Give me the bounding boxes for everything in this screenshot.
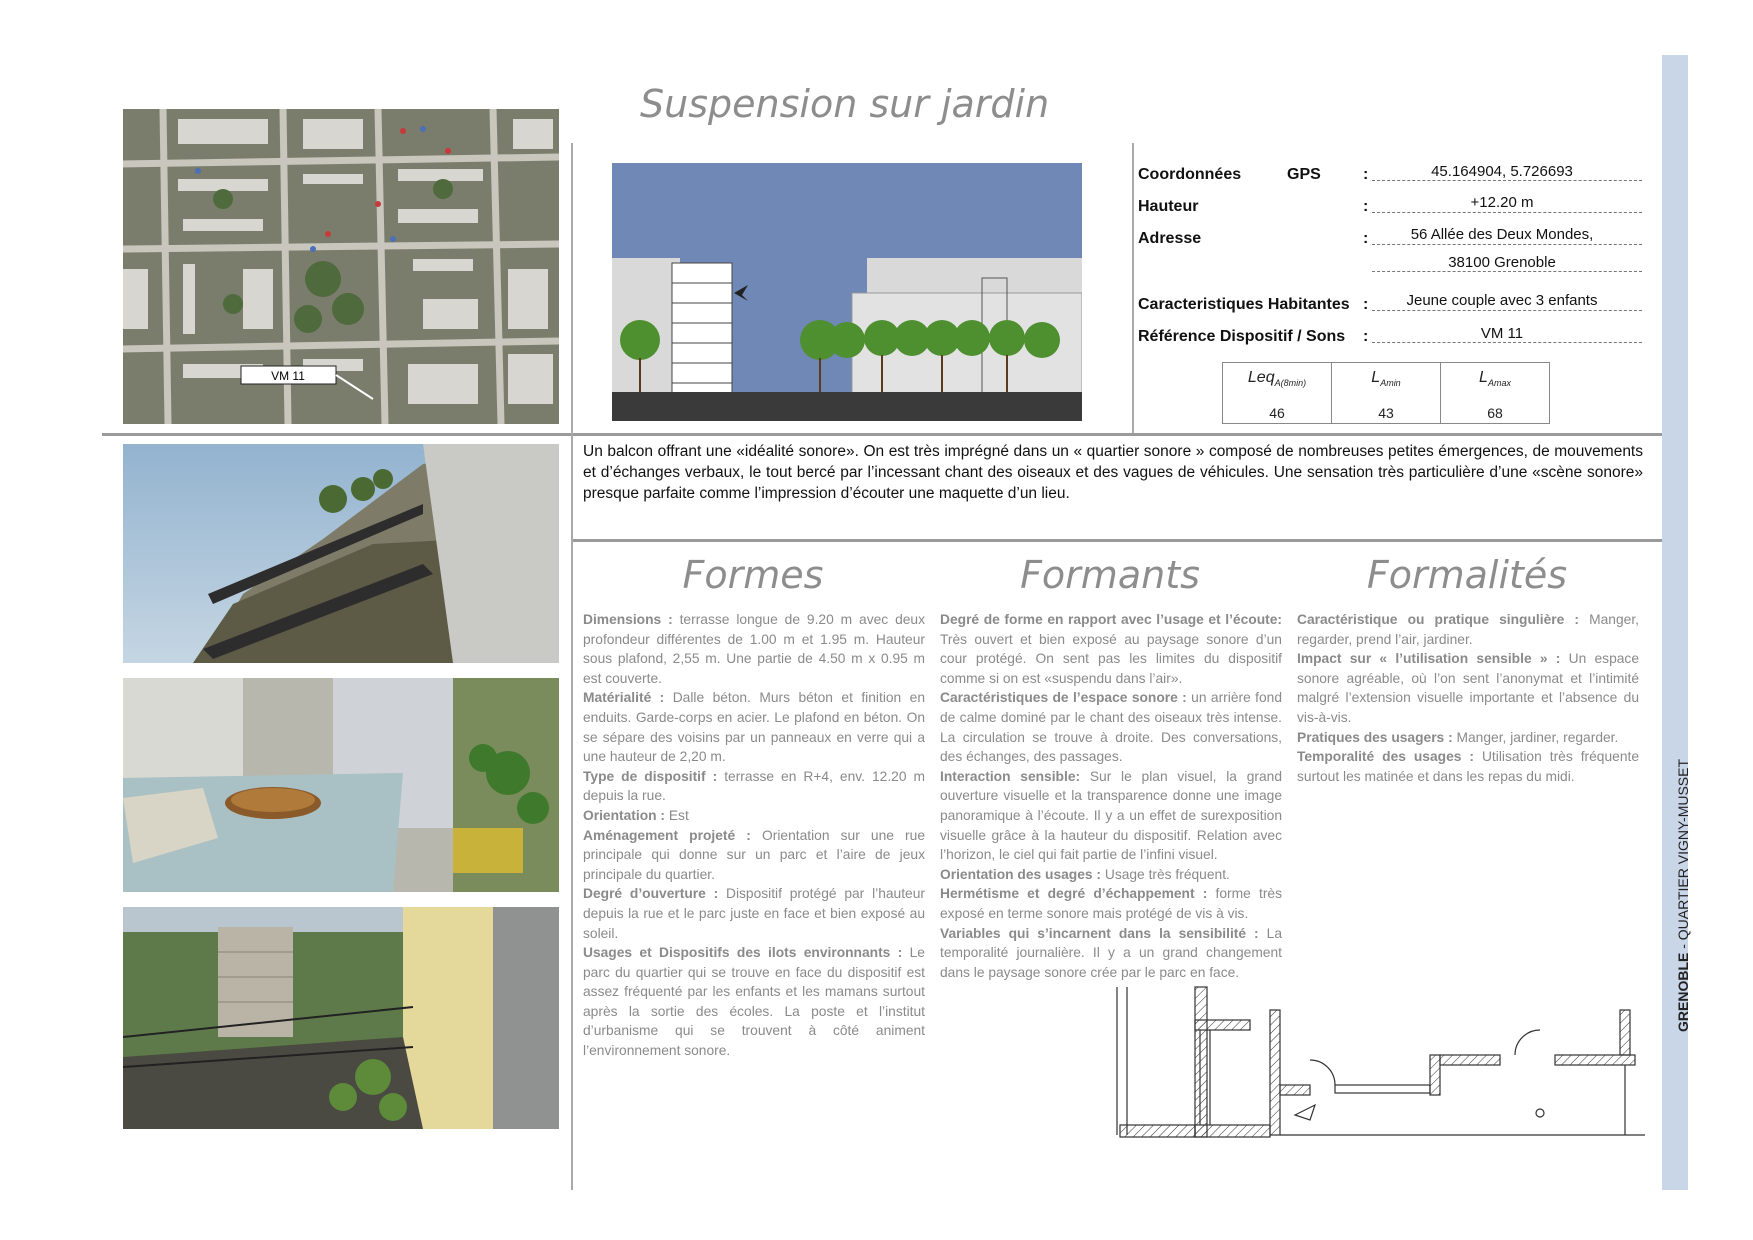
info-label-coordinates: Coordonnées xyxy=(1138,166,1242,183)
formants-item: Degré de forme en rapport avec l’usage e… xyxy=(940,612,1282,686)
divider-vertical-right xyxy=(1132,143,1134,433)
formalites-item: Caractéristique ou pratique singulière :… xyxy=(1297,612,1639,647)
photo-balcony-table xyxy=(123,678,559,892)
acoustic-value-lamax: 68 xyxy=(1487,405,1503,421)
map-label: VM 11 xyxy=(271,369,305,383)
acoustic-value-lamin: 43 xyxy=(1378,405,1394,421)
formalites-item: Impact sur « l’utilisation sensible » : … xyxy=(1297,651,1639,725)
location-label: GRENOBLE - QUARTIER VIGNY-MUSSET xyxy=(1675,759,1691,1032)
formants-item: Caractéristiques de l’espace sonore : un… xyxy=(940,690,1282,765)
info-colon: : xyxy=(1363,198,1369,215)
info-value-inhabitants: Jeune couple avec 3 enfants xyxy=(1406,292,1598,309)
acoustic-cell-leq: LeqA(8min) 46 xyxy=(1222,362,1332,424)
info-value-reference: VM 11 xyxy=(1480,325,1524,342)
photo-building-facade xyxy=(123,444,559,663)
column-formants: Degré de forme en rapport avec l’usage e… xyxy=(940,610,1282,982)
info-colon: : xyxy=(1363,166,1369,183)
column-formes: Dimensions : terrasse longue de 9.20 m a… xyxy=(583,610,925,1061)
info-dash xyxy=(1372,244,1642,245)
info-dash xyxy=(1372,180,1642,181)
district-name: - QUARTIER VIGNY-MUSSET xyxy=(1675,758,1691,953)
info-label-address: Adresse xyxy=(1138,230,1202,247)
formes-item: Type de dispositif : terrasse en R+4, en… xyxy=(583,768,925,804)
acoustic-value-leq: 46 xyxy=(1269,405,1285,421)
description-text: Un balcon offrant une «idéalité sonore».… xyxy=(583,443,1643,502)
aerial-map: VM 11 xyxy=(123,109,559,424)
info-value-gps: 45.164904, 5.726693 xyxy=(1431,163,1573,180)
info-label-gps: GPS xyxy=(1287,166,1321,183)
info-value-city: 38100 Grenoble xyxy=(1448,254,1556,271)
info-dash xyxy=(1372,342,1642,343)
info-value-height: +12.20 m xyxy=(1470,194,1534,211)
divider-top xyxy=(102,433,1662,436)
info-dash xyxy=(1372,271,1642,272)
column-title-formalites: Formalités xyxy=(1366,553,1568,597)
acoustic-cell-lamin: LAmin 43 xyxy=(1331,362,1441,424)
column-formalites: Caractéristique ou pratique singulière :… xyxy=(1297,610,1639,786)
side-band xyxy=(1662,55,1688,1190)
formes-item: Degré d’ouverture : Dispositif protégé p… xyxy=(583,886,925,941)
divider-middle xyxy=(572,539,1662,542)
photo-balcony-view xyxy=(123,907,559,1129)
plan-drawing xyxy=(1115,985,1650,1150)
info-label-inhabitants: Caracteristiques Habitantes xyxy=(1138,296,1350,313)
formants-item: Variables qui s’incarnent dans la sensib… xyxy=(940,925,1282,980)
formalites-item: Temporalité des usages : Utilisation trè… xyxy=(1297,749,1640,784)
acoustic-table: LeqA(8min) 46 LAmin 43 LAmax 68 xyxy=(1222,362,1550,424)
formants-item: Interaction sensible: Sur le plan visuel… xyxy=(940,768,1282,863)
formalites-item: Pratiques des usagers : Manger, jardiner… xyxy=(1297,729,1619,745)
street-section-drawing xyxy=(612,163,1083,421)
info-dash xyxy=(1372,310,1642,311)
formes-item: Usages et Dispositifs des ilots environn… xyxy=(583,945,925,1059)
page-title: Suspension sur jardin xyxy=(640,82,1050,126)
info-value-address: 56 Allée des Deux Mondes, xyxy=(1410,226,1594,243)
formants-item: Orientation des usages : Usage très fréq… xyxy=(940,866,1230,882)
info-colon: : xyxy=(1363,230,1369,247)
formes-item: Aménagement projeté : Orientation sur un… xyxy=(583,827,925,882)
formes-item: Dimensions : terrasse longue de 9.20 m a… xyxy=(583,612,925,686)
info-colon: : xyxy=(1363,296,1369,313)
divider-vertical-left xyxy=(571,143,573,1190)
acoustic-cell-lamax: LAmax 68 xyxy=(1440,362,1550,424)
info-label-height: Hauteur xyxy=(1138,198,1199,215)
formes-item: Matérialité : Dalle béton. Murs béton et… xyxy=(583,690,926,765)
info-dash xyxy=(1372,212,1642,213)
formants-item: Hermétisme et degré d’échappement : form… xyxy=(940,886,1282,921)
city-name: GRENOBLE xyxy=(1675,952,1691,1032)
info-label-reference: Référence Dispositif / Sons xyxy=(1138,328,1346,345)
column-title-formants: Formants xyxy=(1020,553,1200,597)
info-colon: : xyxy=(1363,328,1369,345)
formes-item: Orientation : Est xyxy=(583,807,689,823)
column-title-formes: Formes xyxy=(682,553,824,597)
